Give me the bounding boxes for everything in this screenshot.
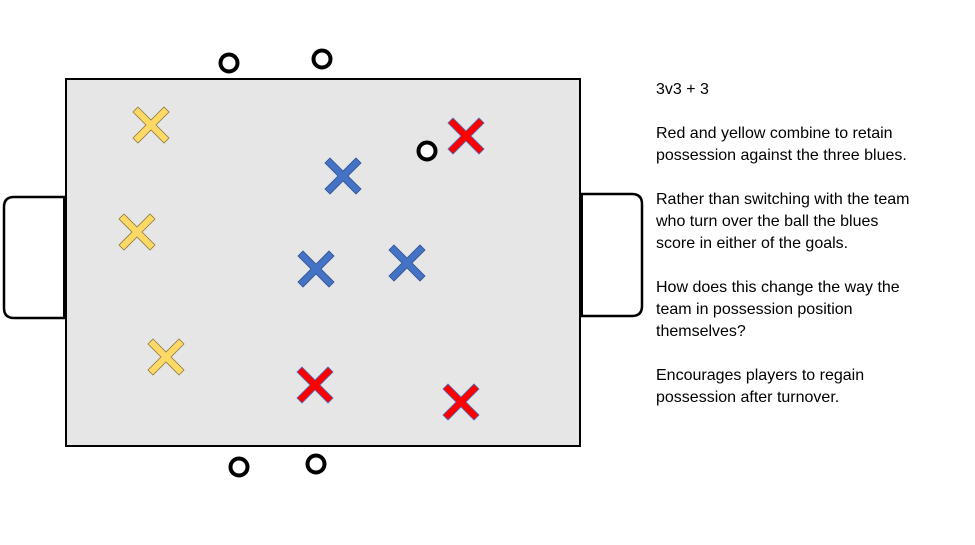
notes-title: 3v3 + 3 xyxy=(656,79,966,101)
text-line: possession against the three blues. xyxy=(656,147,907,164)
notes-paragraph-1: Red and yellow combine to retain possess… xyxy=(656,123,966,167)
text-line: team in possession position xyxy=(656,301,853,318)
cone-icon xyxy=(416,140,438,162)
drill-notes: 3v3 + 3 Red and yellow combine to retain… xyxy=(656,79,966,431)
cone-icon xyxy=(305,453,327,475)
text-line: who turn over the ball the blues xyxy=(656,213,879,230)
cone-icon xyxy=(228,456,250,478)
text-line: score in either of the goals. xyxy=(656,235,849,252)
text-line: possession after turnover. xyxy=(656,389,840,406)
text-line: How does this change the way the xyxy=(656,279,900,296)
cone-icon xyxy=(311,48,333,70)
cone-icon xyxy=(218,52,240,74)
notes-paragraph-2: Rather than switching with the team who … xyxy=(656,189,966,255)
notes-paragraph-4: Encourages players to regain possession … xyxy=(656,365,966,409)
notes-paragraph-3: How does this change the way the team in… xyxy=(656,277,966,343)
left-goal xyxy=(2,195,66,320)
text-line: Rather than switching with the team xyxy=(656,191,910,208)
text-line: Encourages players to regain xyxy=(656,367,865,384)
title-line: 3v3 + 3 xyxy=(656,81,709,98)
right-goal xyxy=(580,192,644,318)
text-line: Red and yellow combine to retain xyxy=(656,125,893,142)
text-line: themselves? xyxy=(656,323,746,340)
